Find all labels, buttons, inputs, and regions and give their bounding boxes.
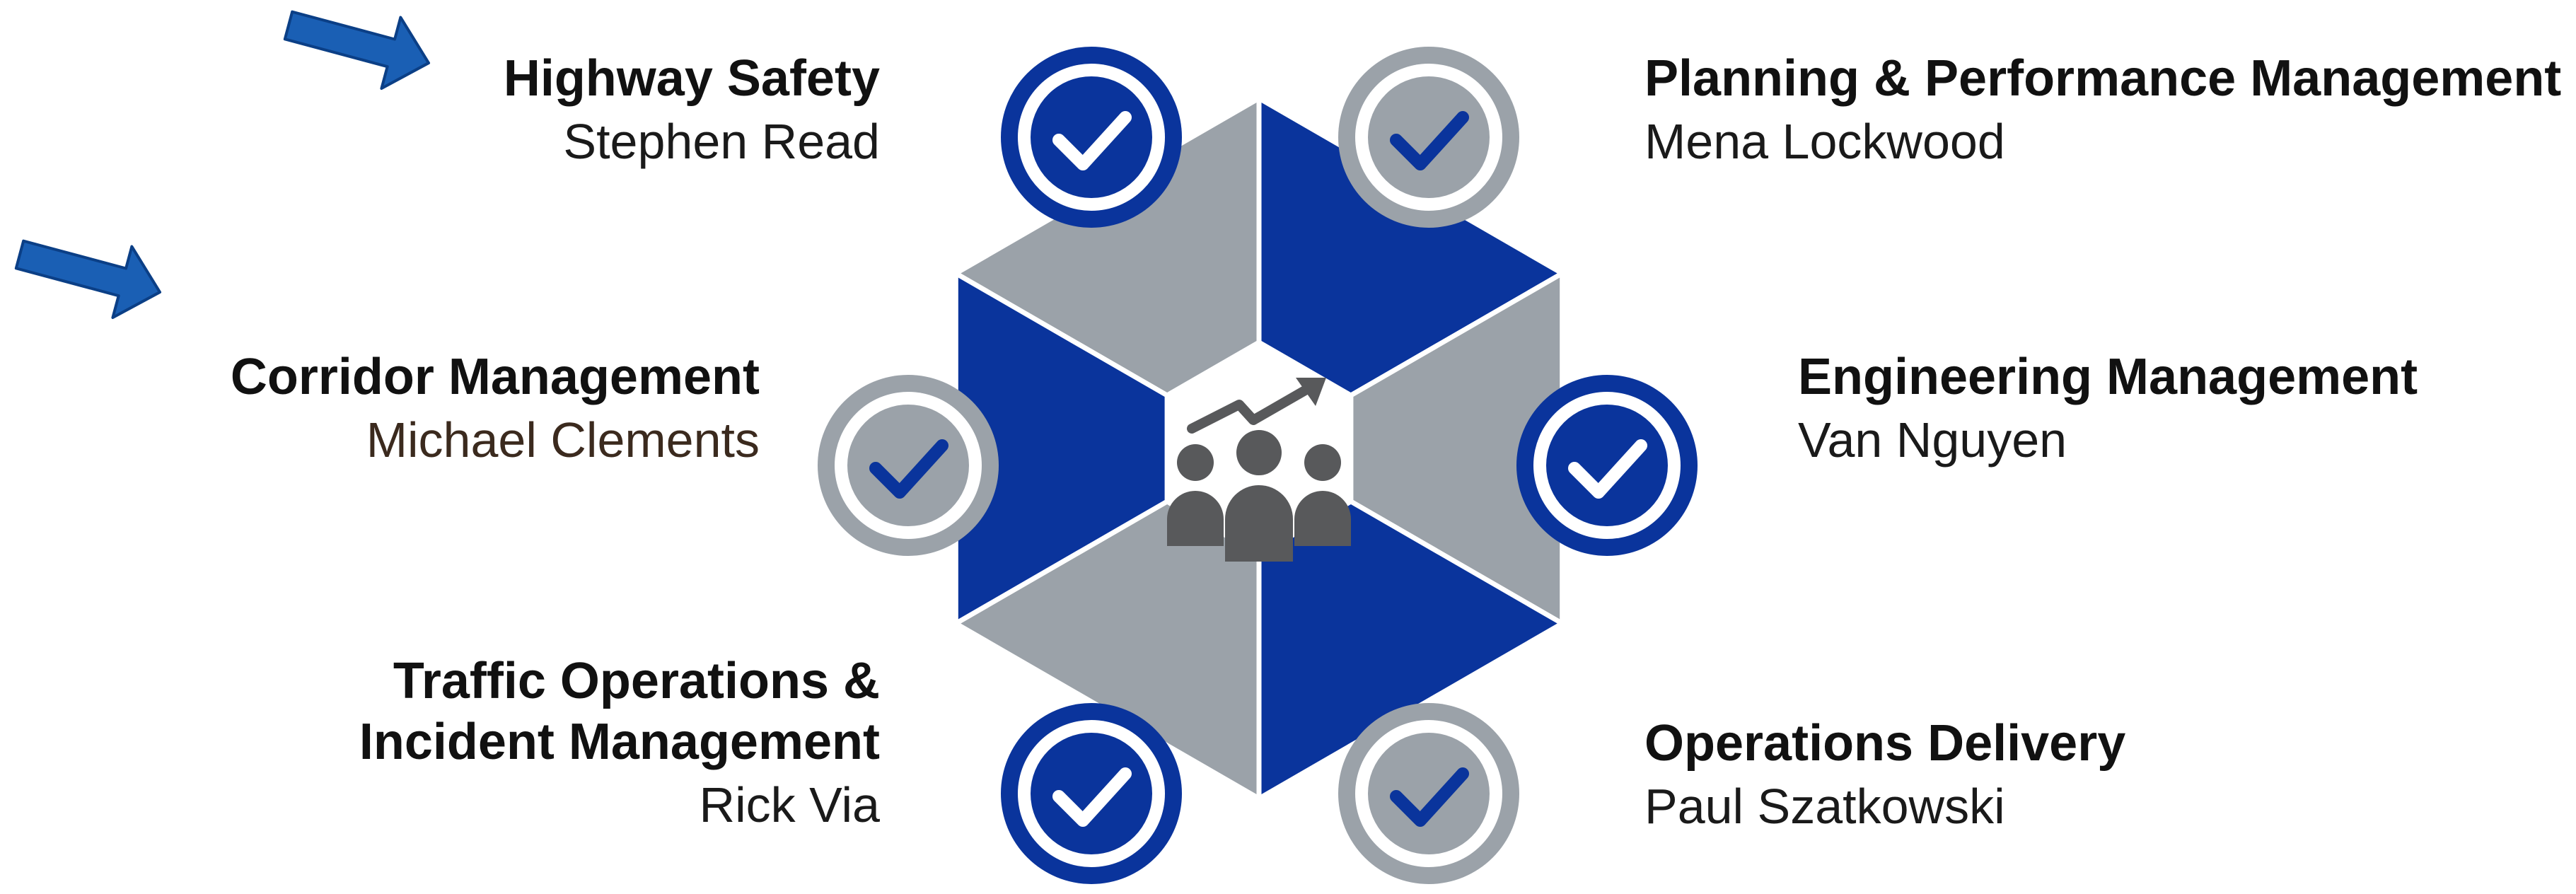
badge-highway-safety — [1001, 47, 1182, 228]
badge-engineering-management — [1516, 375, 1698, 556]
segment-label-planning-performance: Planning & Performance Management Mena L… — [1644, 48, 2561, 174]
segment-title-line-1: Traffic Operations & — [393, 653, 880, 709]
pointer-arrow-icon — [283, 10, 431, 91]
segment-person: Stephen Read — [563, 114, 880, 169]
segment-title: Planning & Performance Management — [1644, 50, 2562, 107]
checkmark-icon — [1052, 767, 1132, 827]
segment-person: Paul Szatkowski — [1644, 779, 2005, 834]
checkmark-icon — [1568, 439, 1647, 499]
segment-title: Operations Delivery — [1644, 715, 2126, 772]
trend-line — [1187, 385, 1310, 434]
center-icon — [1167, 378, 1351, 562]
badge-corridor-management — [818, 375, 999, 556]
segment-label-operations-delivery: Operations Delivery Paul Szatkowski — [1644, 713, 2125, 839]
segment-title-line-2: Incident Management — [359, 714, 880, 770]
arrows-layer — [14, 10, 431, 320]
checkmark-icon — [869, 439, 948, 499]
segment-label-corridor-management: Corridor Management Michael Clements — [231, 347, 760, 472]
badge-traffic-operations — [1001, 703, 1182, 884]
segment-label-highway-safety: Highway Safety Stephen Read — [504, 48, 880, 174]
person-center-glyph — [1225, 430, 1293, 562]
badges-layer — [818, 47, 1698, 884]
segment-person: Van Nguyen — [1798, 412, 2067, 468]
segment-label-engineering-management: Engineering Management Van Nguyen — [1798, 347, 2418, 472]
segment-title: Corridor Management — [230, 349, 760, 405]
segment-title: Highway Safety — [503, 50, 880, 107]
pointer-arrow-icon — [14, 239, 162, 320]
checkmark-icon — [1390, 111, 1469, 170]
checkmark-icon — [1390, 767, 1469, 827]
person-right-glyph — [1294, 444, 1351, 546]
segment-person: Michael Clements — [366, 412, 760, 468]
person-left-glyph — [1167, 444, 1224, 546]
checkmark-icon — [1052, 111, 1132, 170]
segment-title: Engineering Management — [1798, 349, 2418, 405]
segment-person: Mena Lockwood — [1644, 114, 2005, 169]
segment-person: Rick Via — [699, 777, 880, 832]
segment-label-traffic-operations: Traffic Operations & Incident Management… — [359, 651, 880, 837]
badge-planning-performance — [1338, 47, 1519, 228]
trend-arrowhead — [1296, 378, 1326, 406]
badge-operations-delivery — [1338, 703, 1519, 884]
